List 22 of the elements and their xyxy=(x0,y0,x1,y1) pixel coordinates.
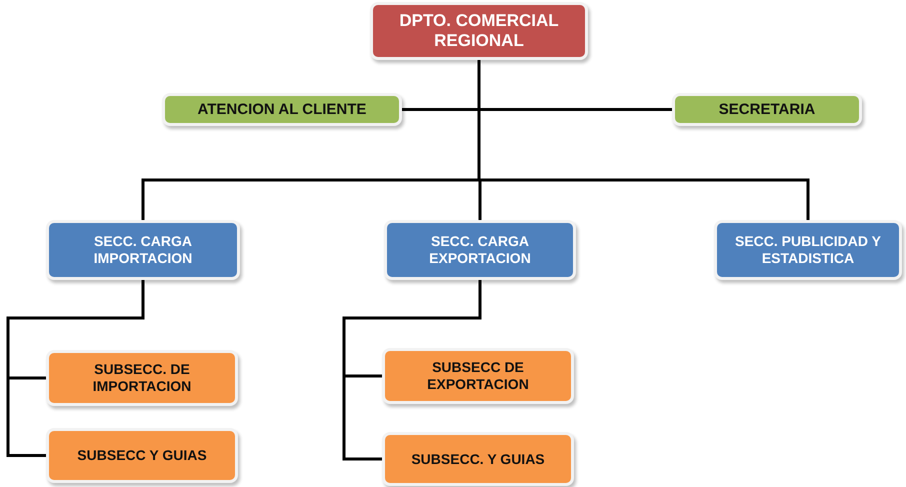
subsection-box xyxy=(46,350,238,406)
subsection-box xyxy=(46,428,238,483)
section-box xyxy=(46,220,240,280)
department-box xyxy=(370,2,588,60)
node-label: SECRETARIA xyxy=(718,100,816,118)
node-label: ATENCION AL CLIENTE xyxy=(196,100,368,118)
staff-box xyxy=(162,93,402,126)
node-label: DPTO. COMERCIAL REGIONAL xyxy=(398,11,560,51)
connector-line xyxy=(6,280,144,457)
subsection-box xyxy=(382,432,574,486)
node-label: SECC. PUBLICIDAD Y ESTADISTICA xyxy=(734,233,882,267)
node-label: SUBSECC DE EXPORTACION xyxy=(426,359,530,393)
section-box xyxy=(384,220,576,280)
section-box xyxy=(714,220,902,280)
node-label: SUBSECC Y GUIAS xyxy=(76,447,208,464)
node-label: SUBSECC. DE IMPORTACION xyxy=(92,361,192,395)
subsection-box xyxy=(382,348,574,404)
connector-line xyxy=(342,280,482,460)
node-label: SUBSECC. Y GUIAS xyxy=(410,450,546,468)
node-label: SECC. CARGA IMPORTACION xyxy=(92,233,194,267)
node-label: SECC. CARGA EXPORTACION xyxy=(428,233,532,267)
staff-box xyxy=(672,93,862,126)
